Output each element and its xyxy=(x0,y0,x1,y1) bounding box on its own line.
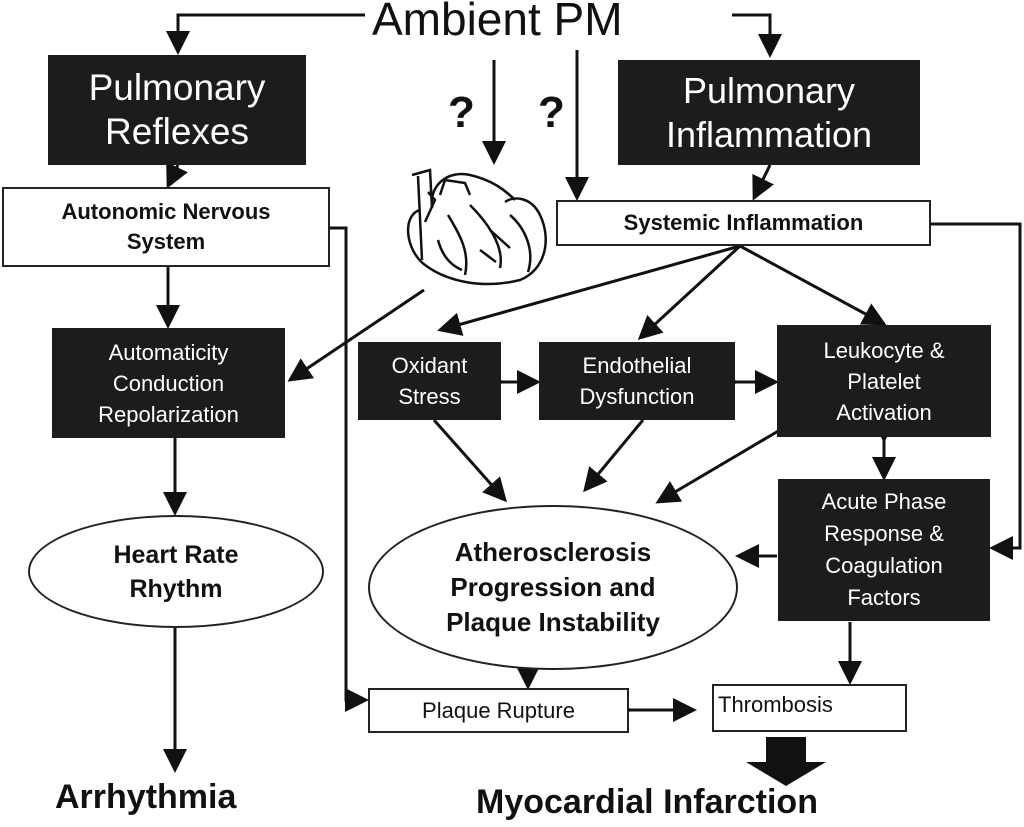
diagram-title: Ambient PM xyxy=(372,0,623,45)
arrow-pm-to-reflexes xyxy=(166,13,365,55)
question-mark-left: ? xyxy=(448,88,475,137)
arrow-reflexes-to-ans xyxy=(166,161,188,189)
arrow-oxidant-to-athero xyxy=(432,419,507,503)
pulmonary-inflammation-box: Pulmonary Inflammation xyxy=(618,60,920,165)
arrow-pulminfl-to-systemic xyxy=(752,164,774,201)
arrow-leukocyte-to-athero xyxy=(655,428,781,504)
arrow-systemic-to-leukocyte xyxy=(739,244,887,326)
endothelial-dysfunction-box: Endothelial Dysfunction xyxy=(539,342,735,420)
oxidant-stress-box: Oxidant Stress xyxy=(358,342,501,420)
question-mark-right: ? xyxy=(538,88,565,137)
arrow-systemic-to-oxidant xyxy=(437,244,741,336)
arrow-pm-to-inflammation xyxy=(732,13,782,58)
block-arrow-to-mi xyxy=(746,737,826,786)
leukocyte-platelet-box: Leukocyte & Platelet Activation xyxy=(777,325,991,437)
myocardial-infarction-outcome: Myocardial Infarction xyxy=(476,783,818,821)
atherosclerosis-ellipse: Atherosclerosis Progression and Plaque I… xyxy=(368,505,738,670)
arrow-ans-to-plaque-rupture xyxy=(330,226,369,712)
pulmonary-reflexes-box: Pulmonary Reflexes xyxy=(48,55,306,165)
arrow-heart-to-automaticity xyxy=(287,288,425,382)
arrow-systemic-to-acute xyxy=(931,222,1022,560)
autonomic-nervous-system-box: Autonomic Nervous System xyxy=(2,187,330,267)
systemic-inflammation-box: Systemic Inflammation xyxy=(556,200,931,246)
acute-phase-box: Acute Phase Response & Coagulation Facto… xyxy=(778,479,990,621)
plaque-rupture-box: Plaque Rupture xyxy=(368,688,629,733)
heart-rate-rhythm-ellipse: Heart Rate Rhythm xyxy=(28,515,324,628)
arrow-systemic-to-endothelial xyxy=(637,244,742,341)
arrhythmia-outcome: Arrhythmia xyxy=(55,778,237,816)
thrombosis-box: Thrombosis xyxy=(712,684,907,732)
heart-icon xyxy=(406,168,547,286)
automaticity-box: Automaticity Conduction Repolarization xyxy=(52,328,285,438)
arrow-endothelial-to-athero xyxy=(583,419,645,493)
